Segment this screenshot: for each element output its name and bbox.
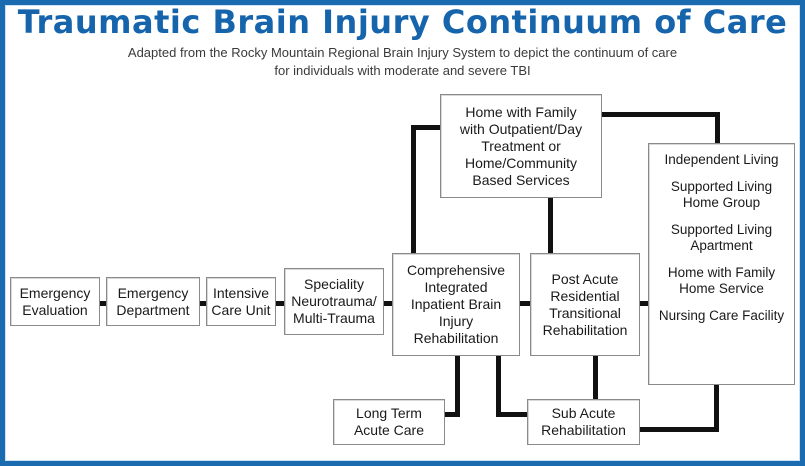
connector-comprehensive-up-horizontal bbox=[411, 125, 441, 130]
node-comprehensive-inpatient-rehabilitation[interactable]: Comprehensive Integrated Inpatient Brain… bbox=[392, 253, 520, 356]
node-intensive-care-unit[interactable]: Intensive Care Unit bbox=[206, 277, 276, 326]
node-emergency-evaluation-label: Emergency Evaluation bbox=[14, 285, 96, 319]
text-line: Rehabilitation bbox=[541, 422, 626, 438]
text-line: Nursing Care Facility bbox=[658, 308, 785, 323]
node-speciality-neurotrauma-label: Speciality Neurotrauma/ Multi-Trauma bbox=[288, 276, 380, 327]
page-subtitle: Adapted from the Rocky Mountain Regional… bbox=[63, 44, 743, 80]
connector-comprehensive-up-vertical bbox=[411, 125, 416, 255]
connector-emergency-department-to-icu bbox=[199, 301, 207, 306]
text-line: Emergency bbox=[19, 284, 91, 301]
connector-sub-acute-right-horizontal bbox=[639, 427, 719, 432]
text-line: Rehabilitation bbox=[413, 330, 499, 346]
connector-comprehensive-to-post-acute bbox=[520, 301, 531, 306]
page-title: Traumatic Brain Injury Continuum of Care bbox=[17, 3, 788, 41]
connector-home-family-right-vertical bbox=[715, 112, 720, 145]
text-line: Rehabilitation bbox=[542, 321, 628, 338]
text-line: Residential bbox=[550, 287, 620, 304]
subtitle-line-2: for individuals with moderate and severe… bbox=[274, 63, 531, 78]
subtitle-line-1: Adapted from the Rocky Mountain Regional… bbox=[127, 45, 678, 60]
connector-sub-acute-right-vertical bbox=[714, 384, 719, 432]
living-option-nursing-care-facility: Nursing Care Facility bbox=[655, 308, 788, 324]
node-home-with-family-label: Home with Family with Outpatient/Day Tre… bbox=[444, 104, 598, 189]
connector-emergency-evaluation-to-department bbox=[99, 301, 107, 306]
node-sub-acute-rehabilitation[interactable]: Sub Acute Rehabilitation bbox=[527, 399, 640, 445]
text-line: Speciality bbox=[304, 276, 364, 292]
connector-comprehensive-down-right-vertical bbox=[496, 355, 501, 417]
text-line: Home with Family bbox=[667, 265, 776, 280]
node-post-acute-label: Post Acute Residential Transitional Reha… bbox=[534, 271, 636, 339]
connector-comprehensive-down-left-vertical bbox=[455, 355, 460, 417]
living-option-independent-living: Independent Living bbox=[655, 152, 788, 168]
text-line: Supported Living bbox=[670, 179, 773, 194]
text-line: Neurotrauma/ bbox=[291, 293, 377, 309]
connector-comprehensive-down-right-horizontal bbox=[496, 412, 528, 417]
connector-home-family-down-to-post-acute bbox=[548, 198, 553, 254]
text-line: Multi-Trauma bbox=[293, 310, 375, 326]
node-emergency-department-label: Emergency Department bbox=[110, 285, 196, 319]
node-intensive-care-unit-label: Intensive Care Unit bbox=[210, 285, 272, 319]
node-long-term-acute-care[interactable]: Long Term Acute Care bbox=[333, 399, 445, 445]
text-line: Emergency bbox=[117, 284, 189, 301]
living-option-home-with-family-home-service: Home with Family Home Service bbox=[655, 265, 788, 297]
connector-home-family-right-horizontal bbox=[601, 112, 720, 117]
text-line: Comprehensive bbox=[406, 262, 506, 278]
text-line: Treatment or bbox=[481, 137, 561, 154]
connector-speciality-to-comprehensive bbox=[383, 301, 393, 306]
node-post-acute-residential-transitional[interactable]: Post Acute Residential Transitional Reha… bbox=[530, 253, 640, 356]
connector-post-acute-to-independent-living bbox=[639, 301, 649, 306]
connector-icu-to-speciality bbox=[275, 301, 284, 306]
node-home-with-family-outpatient[interactable]: Home with Family with Outpatient/Day Tre… bbox=[440, 94, 602, 198]
node-sub-acute-label: Sub Acute Rehabilitation bbox=[531, 405, 636, 439]
text-line: Evaluation bbox=[22, 301, 88, 318]
text-line: Home/Community bbox=[464, 154, 578, 171]
text-line: Care Unit bbox=[211, 301, 271, 318]
text-line: Injury bbox=[438, 313, 474, 329]
text-line: with Outpatient/Day bbox=[459, 120, 583, 137]
text-line: Intensive bbox=[212, 284, 270, 301]
node-comprehensive-inpatient-label: Comprehensive Integrated Inpatient Brain… bbox=[396, 262, 516, 347]
text-line: Acute Care bbox=[353, 422, 425, 438]
text-line: Supported Living bbox=[670, 222, 773, 237]
text-line: Home with Family bbox=[465, 103, 577, 120]
text-line: Inpatient Brain bbox=[410, 296, 502, 312]
text-line: Transitional bbox=[549, 304, 621, 321]
text-line: Apartment bbox=[690, 238, 753, 253]
text-line: Long Term bbox=[356, 405, 422, 421]
text-line: Based Services bbox=[472, 171, 570, 188]
text-line: Home Group bbox=[682, 195, 761, 210]
text-line: Home Service bbox=[679, 281, 764, 296]
living-option-supported-living-apartment: Supported Living Apartment bbox=[655, 222, 788, 254]
node-speciality-neurotrauma[interactable]: Speciality Neurotrauma/ Multi-Trauma bbox=[284, 268, 384, 335]
text-line: Post Acute bbox=[551, 270, 619, 287]
diagram-header: Traumatic Brain Injury Continuum of Care… bbox=[0, 0, 805, 80]
node-emergency-evaluation[interactable]: Emergency Evaluation bbox=[10, 277, 100, 326]
node-long-term-acute-care-label: Long Term Acute Care bbox=[337, 405, 441, 439]
living-option-supported-living-home-group: Supported Living Home Group bbox=[655, 179, 788, 211]
text-line: Integrated bbox=[424, 279, 488, 295]
text-line: Sub Acute bbox=[551, 405, 616, 421]
node-independent-living-options[interactable]: Independent Living Supported Living Home… bbox=[648, 143, 795, 385]
text-line: Department bbox=[116, 301, 190, 318]
text-line: Independent Living bbox=[664, 152, 779, 167]
connector-comprehensive-down-left-horizontal bbox=[444, 412, 460, 417]
node-emergency-department[interactable]: Emergency Department bbox=[106, 277, 200, 326]
connector-post-acute-down-to-sub-acute bbox=[593, 355, 598, 403]
